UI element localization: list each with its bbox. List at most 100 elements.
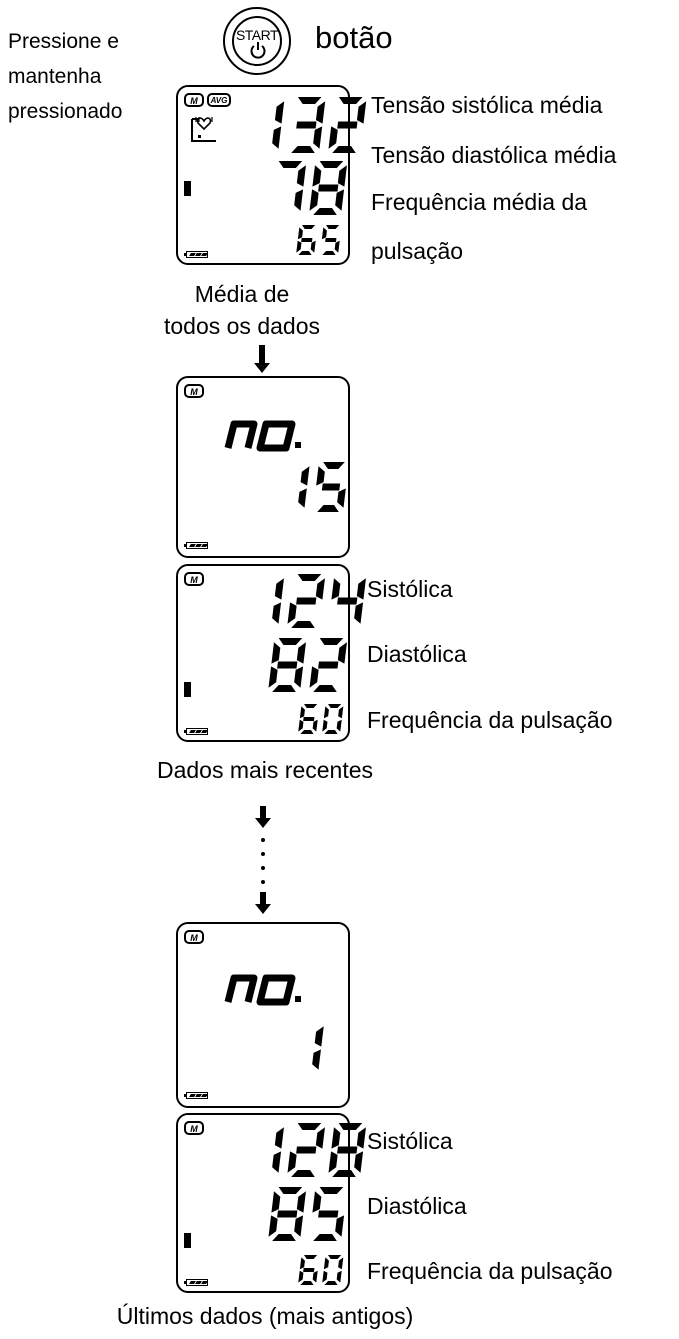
lcd-segment-f: [299, 1257, 305, 1270]
lcd-segment-f: [323, 1257, 329, 1270]
start-button-label: START: [235, 27, 279, 43]
lcd-segment-g: [318, 661, 339, 669]
battery-icon: [184, 1279, 208, 1286]
down-arrow-icon: [255, 892, 271, 916]
lcd-segment-d: [291, 621, 315, 628]
lcd-segment-c: [313, 126, 323, 149]
lcd-segment-g: [277, 1210, 298, 1218]
lcd-segment-c: [335, 1215, 345, 1237]
lcd-segment-a: [326, 225, 340, 229]
lcd-segment-c: [354, 602, 364, 624]
lcd-record-number-oldest: M: [176, 922, 350, 1108]
lcd-segment-e: [328, 1151, 338, 1173]
caption-average-line-2: todos os dados: [163, 313, 320, 339]
lcd-segment-c: [298, 488, 307, 508]
lcd-segment-g: [296, 597, 317, 605]
lcd-segment-d: [313, 1234, 337, 1241]
lcd-segment-g: [296, 1146, 317, 1154]
lcd-segment-a: [302, 225, 316, 229]
lcd-segment-c: [294, 666, 304, 688]
lcd-segment-e: [322, 1270, 328, 1283]
lcd-segment-e: [328, 126, 338, 149]
systolic-readout: [272, 574, 366, 628]
ellipsis-dot: [261, 880, 265, 884]
diastolic-readout: [268, 1187, 345, 1241]
lcd-segment-d: [272, 685, 296, 692]
irregular-heartbeat-icon: [191, 117, 216, 142]
lcd-segment-f: [331, 578, 341, 600]
lcd-segment-g: [337, 1146, 358, 1154]
ellipsis-dot: [261, 866, 265, 870]
lcd-segment-e: [298, 719, 304, 732]
power-icon: [250, 42, 266, 59]
lcd-segment-b: [315, 101, 326, 124]
lcd-segment-e: [296, 240, 302, 253]
memory-icon: M: [184, 1121, 204, 1135]
lcd-segment-f: [321, 227, 327, 240]
cuff-indicator: [184, 181, 191, 196]
lcd-segment-e: [287, 1151, 297, 1173]
lcd-segment-d: [324, 730, 338, 734]
lcd-record-number-recent: M: [176, 376, 350, 558]
lcd-segment-b: [315, 1127, 325, 1149]
lcd-segment-b: [337, 165, 347, 187]
down-arrow-icon: [255, 806, 271, 830]
lcd-segment-c: [272, 1151, 282, 1173]
lcd-segment-g: [321, 483, 341, 491]
lcd-segment-b: [356, 1127, 366, 1149]
caption-average-line-1: Média de: [194, 281, 290, 307]
lcd-segment-a: [297, 574, 322, 581]
lcd-segment-d: [332, 146, 356, 153]
lcd-segment-f: [312, 1191, 322, 1213]
lcd-segment-d: [272, 1234, 296, 1241]
lcd-segment-d: [324, 1281, 338, 1285]
battery-icon: [184, 728, 208, 735]
diastolic-readout: [278, 161, 347, 215]
lcd-segment-c: [335, 189, 345, 211]
caption-oldest: Últimos dados (mais antigos): [116, 1303, 414, 1329]
lcd-segment-b: [315, 578, 325, 600]
record-number-readout: [312, 1026, 324, 1070]
lcd-segment-g: [301, 238, 313, 242]
lcd-recent-reading: M: [176, 564, 366, 742]
memory-icon: M: [184, 572, 204, 586]
no-label-display: [224, 974, 301, 1006]
lcd-segment-g: [318, 184, 339, 192]
lcd-segment-a: [319, 1187, 344, 1194]
lcd-segment-a: [278, 1187, 303, 1194]
lcd-segment-a: [278, 161, 303, 168]
lcd-segment-a: [328, 704, 342, 708]
lcd-segment-a: [304, 704, 318, 708]
lcd-segment-b: [274, 578, 284, 600]
lcd-segment-f: [297, 227, 303, 240]
caption-recent: Dados mais recentes: [156, 757, 374, 783]
lcd-segment-c: [336, 719, 342, 732]
start-button[interactable]: START: [223, 7, 291, 75]
lcd-segment-d: [313, 208, 337, 215]
lcd-segment-c: [354, 1151, 364, 1173]
button-word: botão: [315, 20, 393, 55]
lcd-segment-a: [338, 1123, 363, 1130]
lcd-segment-f: [316, 466, 325, 486]
lcd-oldest-reading: M: [176, 1113, 366, 1293]
label-avg-systolic: Tensão sistólica média: [371, 92, 603, 118]
lcd-segment-d: [332, 1170, 356, 1177]
diastolic-readout: [268, 638, 347, 692]
lcd-segment-b: [314, 1026, 324, 1047]
lcd-segment-d: [298, 251, 312, 255]
lcd-segment-c: [337, 488, 346, 508]
systolic-readout: [272, 1123, 366, 1177]
label-oldest-diastolic: Diastólica: [367, 1193, 467, 1219]
cuff-indicator: [184, 1233, 191, 1248]
lcd-segment-a: [304, 1255, 318, 1259]
lcd-segment-a: [278, 638, 303, 645]
lcd-segment-a: [338, 97, 363, 104]
lcd-segment-c: [312, 1049, 321, 1070]
lcd-segment-d: [291, 1170, 315, 1177]
lcd-segment-e: [268, 666, 278, 688]
lcd-segment-b: [337, 642, 347, 664]
ellipsis-dot: [261, 838, 265, 842]
pulse-readout: [298, 1255, 344, 1285]
lcd-segment-a: [328, 1255, 342, 1259]
label-oldest-systolic: Sistólica: [367, 1128, 453, 1154]
